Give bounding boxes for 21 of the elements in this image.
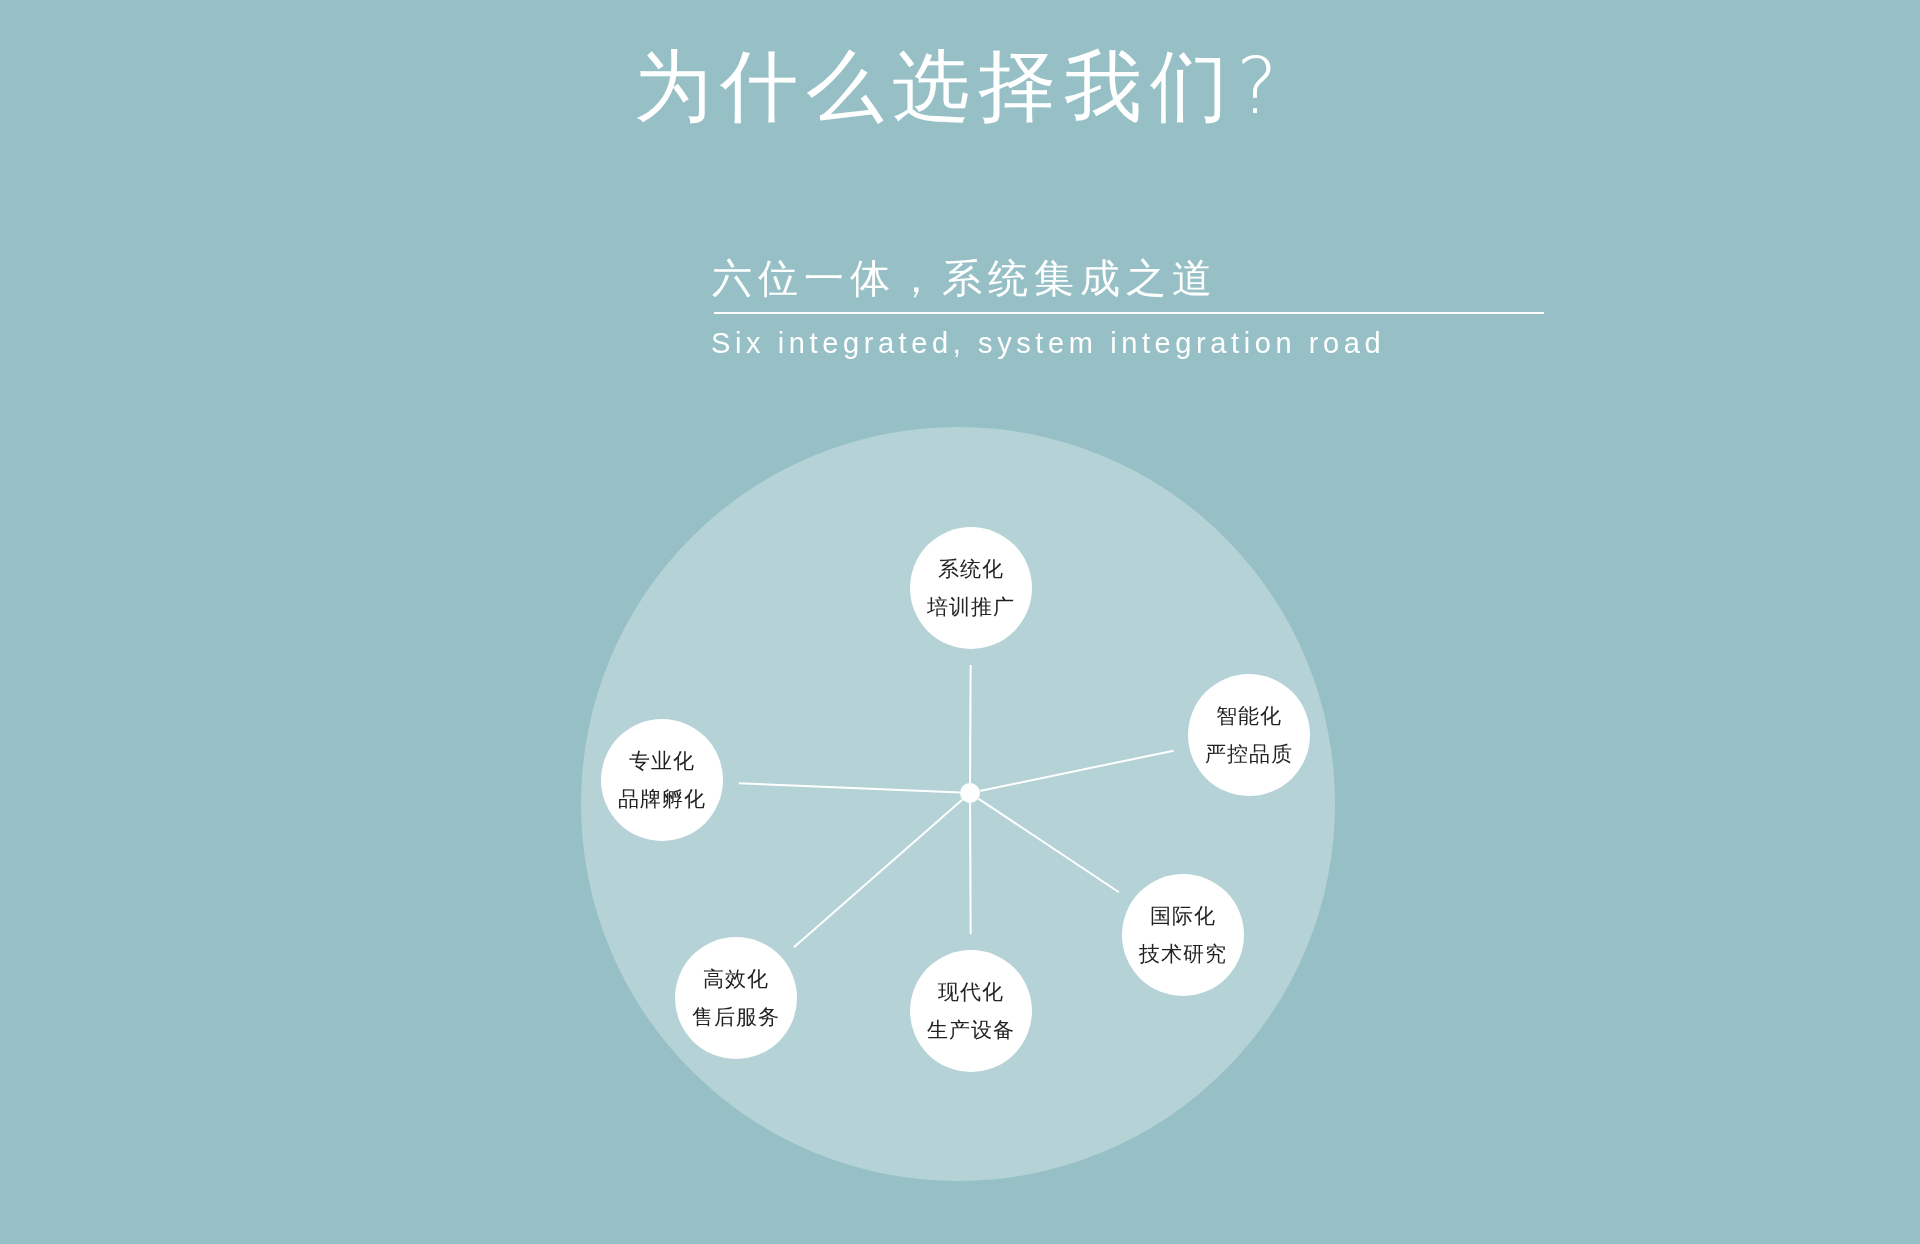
feature-text: 生产设备 <box>927 1017 1015 1044</box>
feature-text: 系统化 <box>938 556 1004 583</box>
connector-line <box>969 664 972 784</box>
feature-text: 严控品质 <box>1205 741 1293 768</box>
feature-text: 现代化 <box>938 979 1004 1006</box>
connector-line <box>977 797 1120 894</box>
feature-text: 培训推广 <box>927 594 1015 621</box>
connector-line <box>969 802 972 935</box>
feature-text: 品牌孵化 <box>618 786 706 813</box>
feature-text: 专业化 <box>629 748 695 775</box>
connector-line <box>792 798 964 949</box>
connector-line <box>737 782 961 794</box>
feature-text: 智能化 <box>1216 703 1282 730</box>
feature-text: 国际化 <box>1150 903 1216 930</box>
feature-text: 售后服务 <box>692 1004 780 1031</box>
subtitle: 六位一体，系统集成之道 <box>712 254 1218 303</box>
connector-line <box>978 749 1175 792</box>
subtitle-english: Six integrated, system integration road <box>711 326 1386 361</box>
page-title: 为什么选择我们? <box>633 40 1287 133</box>
feature-text: 高效化 <box>703 966 769 993</box>
feature-text: 技术研究 <box>1139 941 1227 968</box>
